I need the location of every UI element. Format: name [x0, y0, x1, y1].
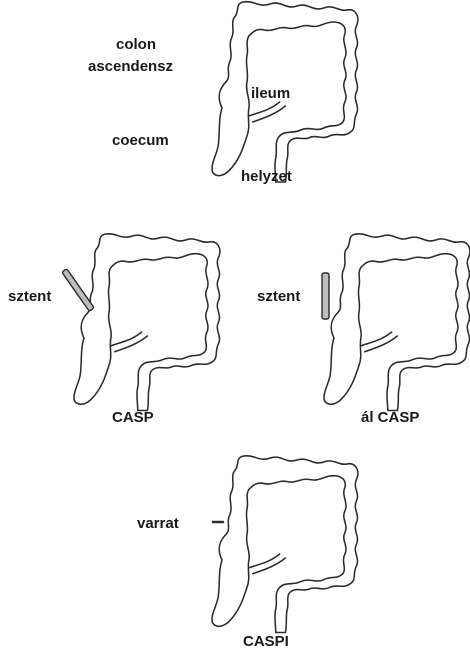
colon-diagram-caspi	[212, 456, 358, 633]
caption-al-casp: ál CASP	[361, 409, 419, 426]
label-sztent-casp: sztent	[8, 288, 51, 305]
colon-diagram-casp	[74, 234, 220, 411]
label-ascendensz: ascendensz	[88, 58, 173, 75]
colon-diagram-al-casp	[324, 234, 470, 411]
label-helyzet: helyzet	[241, 168, 292, 185]
panel-al-casp: sztent ál CASP	[257, 234, 470, 426]
label-varrat: varrat	[137, 515, 179, 532]
caption-caspi: CASPI	[243, 633, 289, 650]
stent-vertical-icon	[322, 273, 329, 319]
panel-casp: sztent CASP	[8, 234, 220, 426]
label-coecum: coecum	[112, 132, 169, 149]
label-sztent-al-casp: sztent	[257, 288, 300, 305]
label-ileum: ileum	[251, 85, 290, 102]
stent-diagonal-icon	[62, 269, 94, 312]
panel-anatomy: colon ascendensz ileum coecum helyzet	[88, 2, 358, 185]
caption-casp: CASP	[112, 409, 154, 426]
label-colon: colon	[116, 36, 156, 53]
panel-caspi: varrat CASPI	[137, 456, 358, 650]
